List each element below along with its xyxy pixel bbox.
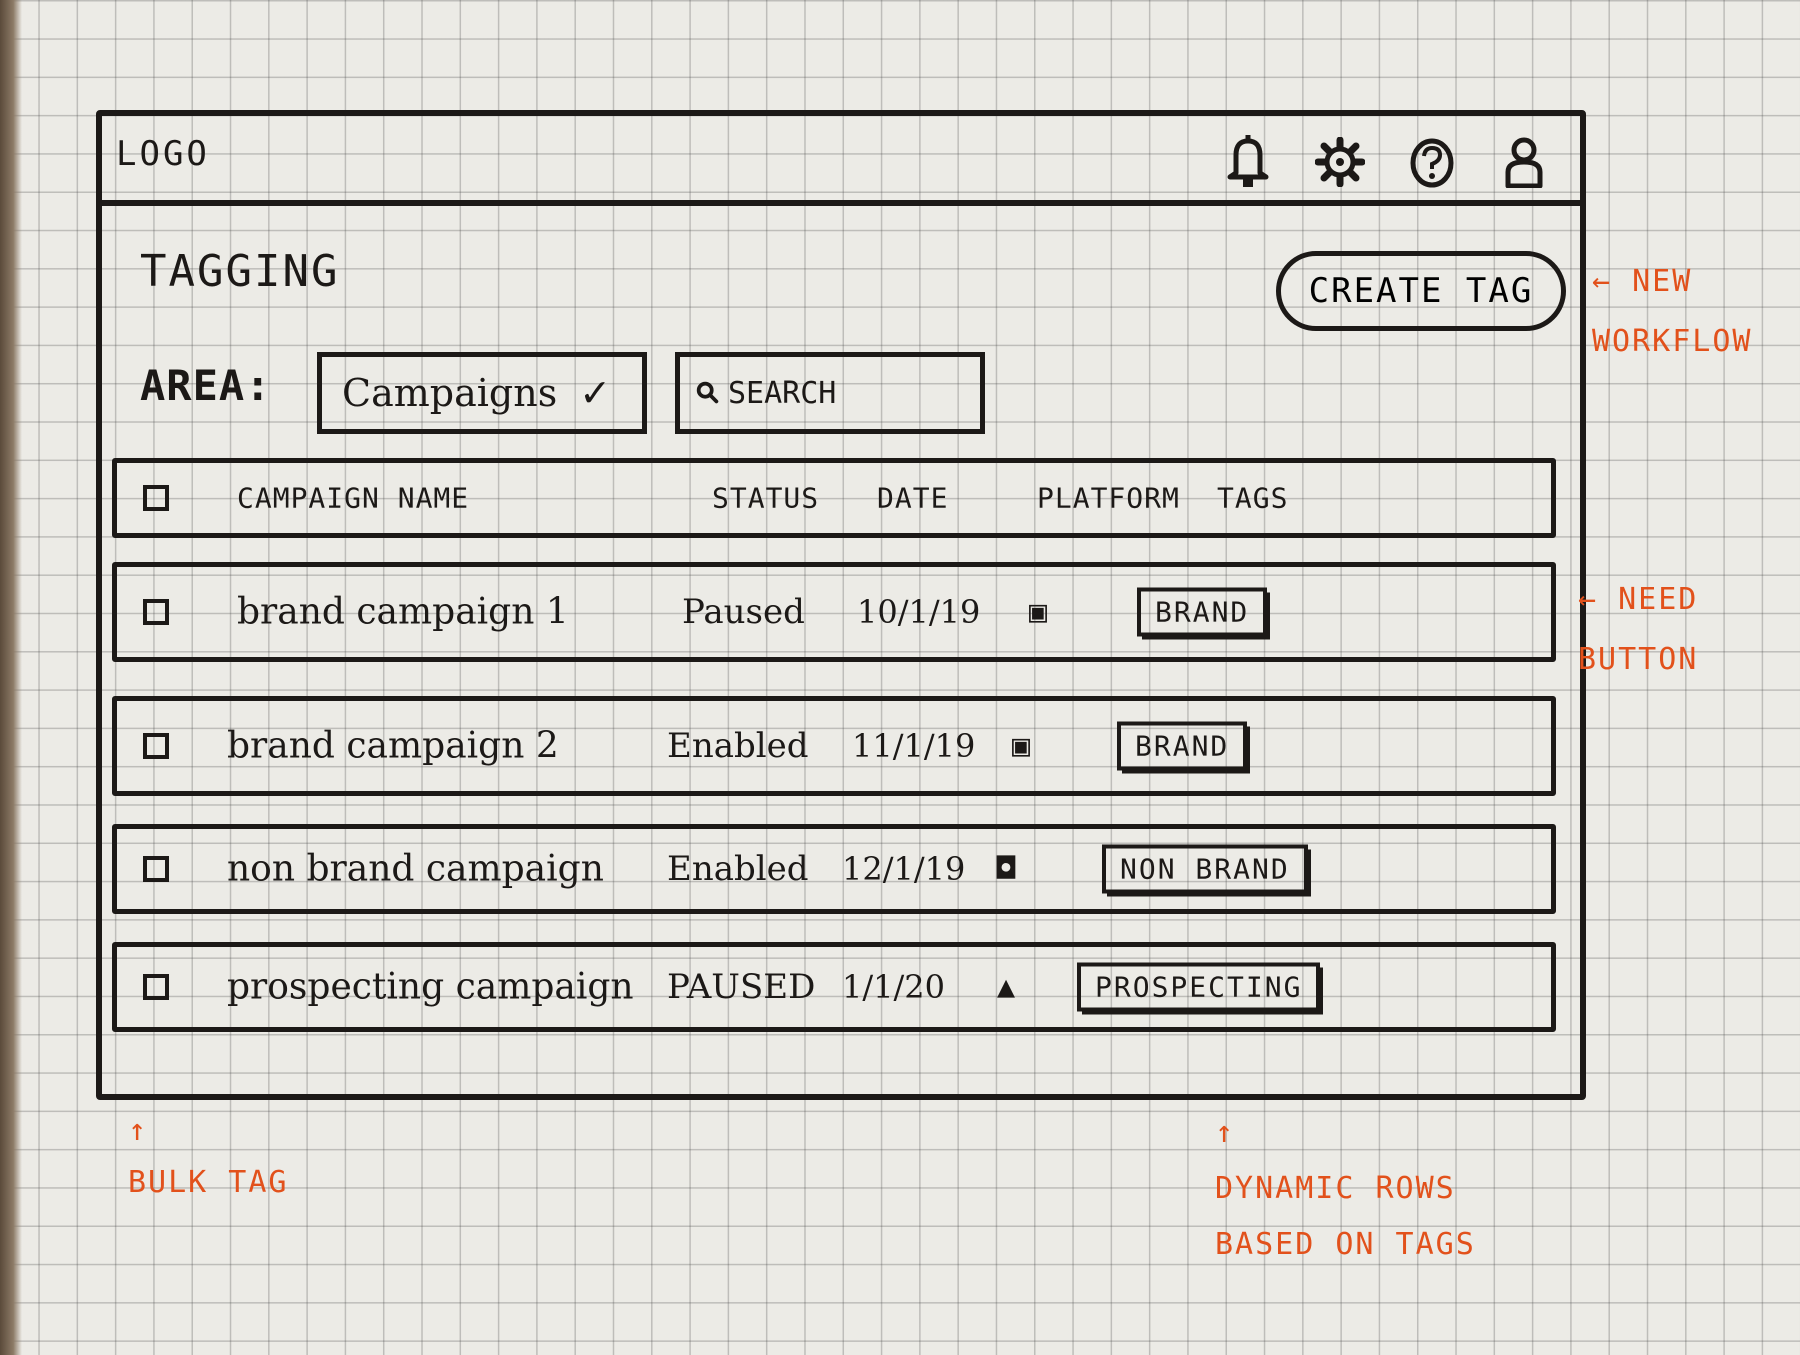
table-row[interactable]: brand campaign 1 Paused 10/1/19 ▣ BRAND xyxy=(112,562,1556,662)
area-dropdown[interactable]: Campaigns ✓ xyxy=(317,352,647,434)
tag-button-brand[interactable]: BRAND xyxy=(1117,721,1248,771)
platform-icon: ▣ xyxy=(1012,728,1031,764)
row-checkbox[interactable] xyxy=(143,856,169,882)
create-tag-button[interactable]: CREATE TAG xyxy=(1276,251,1566,331)
chevron-down-icon: ✓ xyxy=(579,371,612,415)
gear-icon[interactable] xyxy=(1314,134,1366,190)
table-header: CAMPAIGN NAME STATUS DATE PLATFORM TAGS xyxy=(112,458,1556,538)
annotation-need-button: ← NEED BUTTON xyxy=(1578,582,1699,677)
area-dropdown-value: Campaigns xyxy=(342,371,558,415)
area-label: AREA: xyxy=(140,361,272,410)
tag-button-prospecting[interactable]: PROSPECTING xyxy=(1077,962,1321,1012)
header-icons xyxy=(1222,134,1550,190)
campaign-name: brand campaign 2 xyxy=(227,725,559,767)
campaign-status: Paused xyxy=(682,592,805,632)
search-input[interactable] xyxy=(726,374,980,412)
column-header-platform[interactable]: PLATFORM xyxy=(1037,481,1180,515)
search-icon xyxy=(696,381,719,404)
tag-button-non-brand[interactable]: NON BRAND xyxy=(1102,844,1308,894)
notebook-spine xyxy=(0,0,22,1355)
row-checkbox[interactable] xyxy=(143,974,169,1000)
platform-icon: ▲ xyxy=(997,969,1016,1005)
tag-button-brand[interactable]: BRAND xyxy=(1137,587,1268,637)
campaign-name: prospecting campaign xyxy=(227,966,634,1008)
search-field[interactable] xyxy=(675,352,985,434)
platform-icon: ◘ xyxy=(997,851,1016,887)
table-row[interactable]: brand campaign 2 Enabled 11/1/19 ▣ BRAND xyxy=(112,696,1556,796)
column-header-status[interactable]: STATUS xyxy=(712,481,820,515)
app-window: LOGO xyxy=(96,110,1586,1100)
campaign-status: PAUSED xyxy=(667,967,816,1007)
campaign-date: 12/1/19 xyxy=(842,850,966,888)
page-title: TAGGING xyxy=(140,246,340,297)
table-row[interactable]: non brand campaign Enabled 12/1/19 ◘ NON… xyxy=(112,824,1556,914)
platform-icon: ▣ xyxy=(1029,594,1048,630)
row-checkbox[interactable] xyxy=(143,599,169,625)
user-icon[interactable] xyxy=(1498,134,1550,190)
annotation-bulk-tag: ↑ BULK TAG xyxy=(128,1113,289,1200)
column-header-date[interactable]: DATE xyxy=(877,481,949,515)
annotation-dynamic-rows: ↑ DYNAMIC ROWS BASED ON TAGS xyxy=(1215,1115,1476,1262)
row-checkbox[interactable] xyxy=(143,733,169,759)
campaign-date: 10/1/19 xyxy=(857,593,981,631)
campaign-date: 1/1/20 xyxy=(842,968,945,1006)
campaign-name: non brand campaign xyxy=(227,848,604,890)
top-bar: LOGO xyxy=(102,116,1580,206)
campaign-date: 11/1/19 xyxy=(852,727,976,765)
column-header-tags[interactable]: TAGS xyxy=(1217,481,1289,515)
select-all-checkbox[interactable] xyxy=(143,485,169,511)
column-header-campaign-name[interactable]: CAMPAIGN NAME xyxy=(237,481,470,515)
bell-icon[interactable] xyxy=(1222,134,1274,190)
help-icon[interactable] xyxy=(1406,134,1458,190)
campaign-status: Enabled xyxy=(667,726,809,766)
table-row[interactable]: prospecting campaign PAUSED 1/1/20 ▲ PRO… xyxy=(112,942,1556,1032)
annotation-new-workflow: ← NEW WORKFLOW xyxy=(1592,264,1753,359)
campaign-name: brand campaign 1 xyxy=(237,591,569,633)
campaign-status: Enabled xyxy=(667,849,809,889)
logo: LOGO xyxy=(116,134,210,174)
